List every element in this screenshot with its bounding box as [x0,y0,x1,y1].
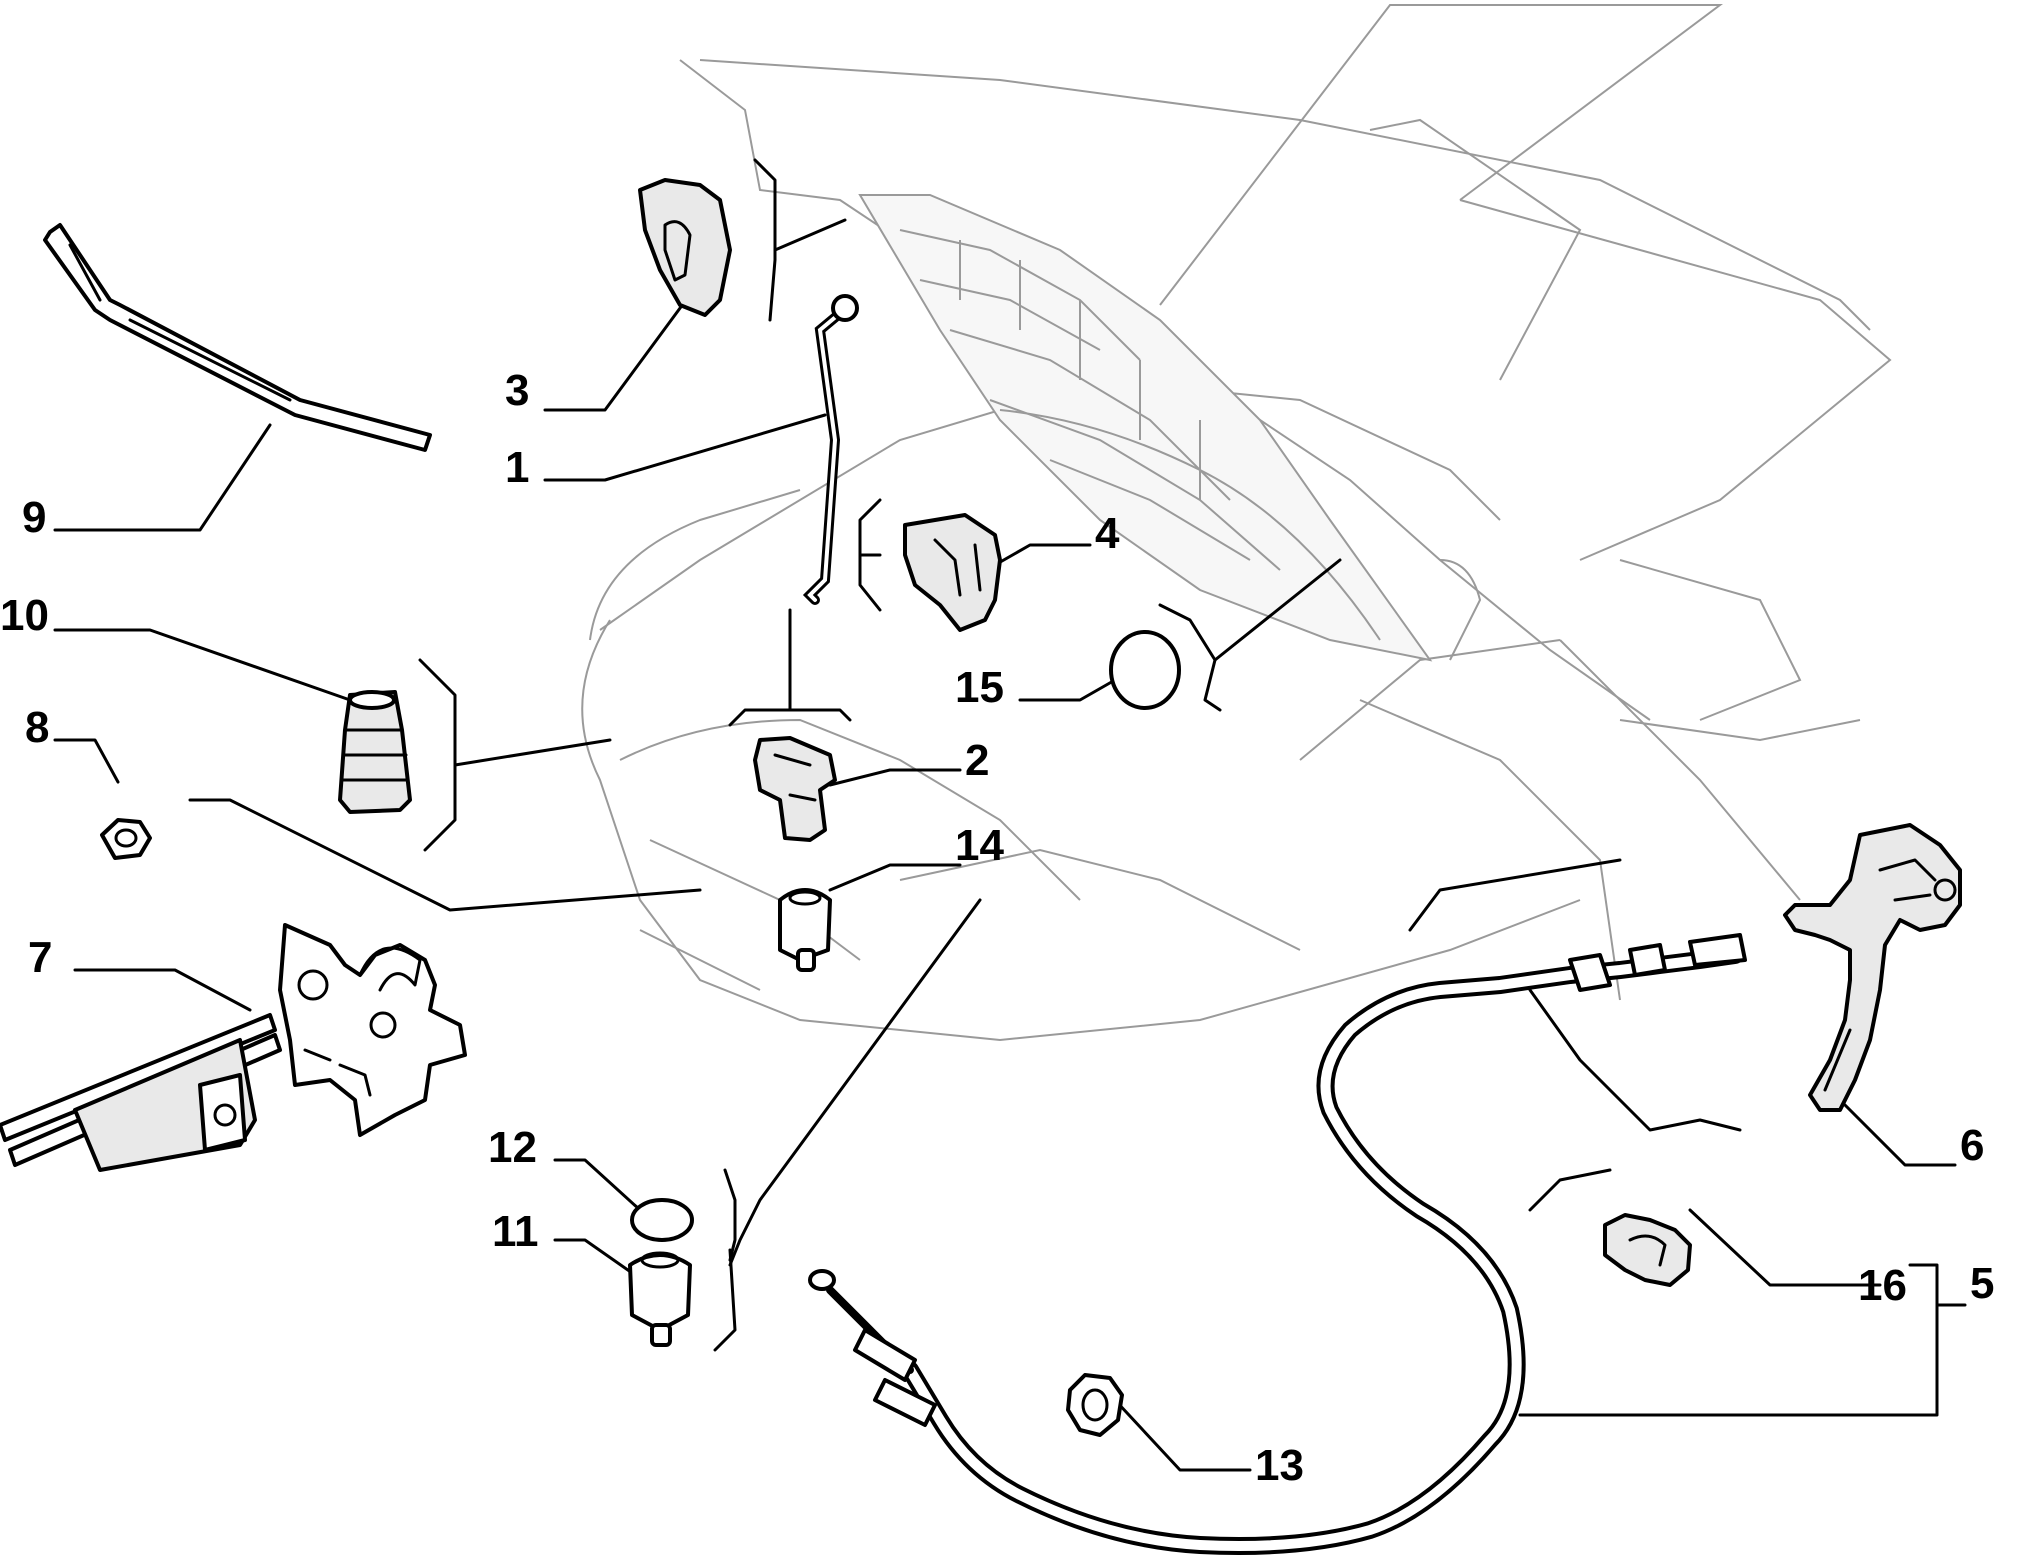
callout-9: 9 [22,493,46,542]
leader-lines [53,158,1967,1472]
callout-7: 7 [28,933,52,982]
rod-holder [753,736,837,842]
callout-5: 5 [1970,1259,1994,1308]
callout-labels: 1 2 3 4 5 6 7 8 9 10 11 12 13 14 15 16 [0,366,1994,1490]
callout-4: 4 [1095,509,1120,558]
callout-13: 13 [1255,1441,1304,1490]
rubber-stop-upper [778,888,832,972]
car-body-outline [581,4,1892,1042]
callout-10: 10 [0,591,49,640]
callout-12: 12 [488,1123,537,1172]
release-handle [1783,823,1962,1112]
callout-1: 1 [505,443,529,492]
cable-clip [1603,1213,1692,1287]
callout-6: 6 [1960,1121,1984,1170]
hex-nut [100,818,152,860]
cable-grommet [1066,1373,1124,1437]
hood-latch-assembly [0,923,467,1172]
hood-rest-pad [638,178,732,317]
rubber-bump-stop [338,690,412,814]
hood-panel [858,194,1433,662]
rod-clip-bracket [903,513,1002,632]
callout-16: 16 [1858,1261,1907,1310]
hood-seal-strip [43,223,432,452]
release-cable [808,933,1747,1555]
cap-disk [630,1198,694,1242]
callout-11: 11 [492,1207,539,1256]
callout-15: 15 [955,663,1004,712]
callout-3: 3 [505,366,529,415]
hood-support-rod [802,294,859,605]
round-plug [1109,630,1181,710]
rubber-stop-lower [628,1251,692,1347]
callout-8: 8 [25,703,49,752]
callout-14: 14 [955,821,1004,870]
callout-2: 2 [965,736,989,785]
